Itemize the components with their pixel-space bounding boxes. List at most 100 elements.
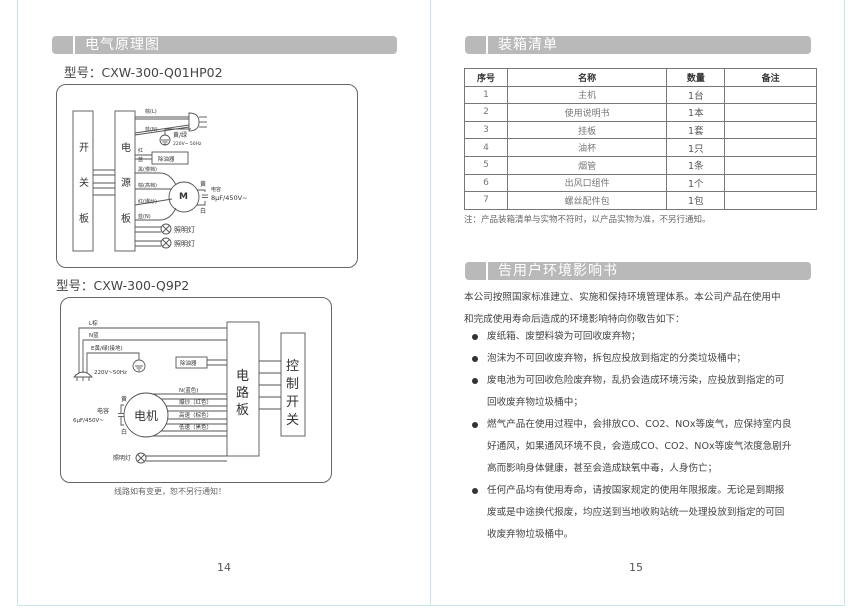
bullet-line: 高而影响身体健康，甚至会造成缺氧中毒，人身伤亡；	[487, 463, 718, 474]
cell-no: 5	[464, 155, 508, 175]
supply-label: 220V~ 50Hz	[173, 141, 202, 147]
oil-remover-label: 除油器	[158, 155, 175, 163]
cell-qty: 1只	[666, 138, 726, 157]
model-label-2: 型号：CXW-300-Q9P2	[56, 278, 190, 293]
wire-label-brown-l: 棕(L)	[145, 108, 157, 115]
cell-name: 油杯	[506, 138, 668, 157]
control-switch-char-2: 制	[286, 377, 299, 392]
circuit-board-char-2: 路	[236, 385, 249, 401]
cell-remark	[724, 103, 817, 122]
bullet-line: 燃气产品在使用过程中，会排放CO、CO2、NOx等废气，应保持室内良	[487, 419, 792, 430]
cell-qty: 1台	[666, 85, 726, 105]
cell-name: 挂板	[506, 120, 668, 140]
motor-label: M	[179, 192, 188, 202]
section-title: 装箱清单	[498, 37, 558, 53]
wire-label-l: L棕	[89, 319, 98, 327]
section-header-tab	[52, 36, 75, 54]
wire-label-e: E黄/绿(接地)	[91, 344, 123, 352]
power-board-char-1: 电	[121, 141, 131, 154]
list-item: 废纸箱、废塑料袋为可回收废弃物；	[470, 326, 824, 348]
cell-name: 螺丝配件包	[506, 191, 668, 210]
circuit-board-char-1: 电	[236, 369, 249, 384]
packing-list-note: 注：产品装箱清单与实物不符时，以产品实物为准，不另行通知。	[464, 215, 711, 225]
cell-no: 1	[464, 85, 508, 105]
capacitor-label: 电容	[211, 186, 221, 193]
ground-icon	[159, 134, 171, 146]
cell-qty: 1包	[666, 191, 726, 210]
oil-remover-box-2	[175, 356, 208, 369]
wire-label-blue-n: 蓝(N)	[145, 126, 158, 133]
bullet-line: 好通风，如果通风环境不良，会造成CO、CO2、NOx等废气浓度急剧升	[487, 441, 792, 452]
cell-remark	[724, 120, 817, 140]
bullet-line: 任何产品均有使用寿命，请按国家规定的使用年限报废。无论是到期报	[487, 485, 785, 496]
wire-label-brown-high: 棕(高档)	[138, 182, 157, 189]
bullet-icon	[472, 356, 478, 362]
list-item: 燃气产品在使用过程中，会排放CO、CO2、NOx等废气，应保持室内良好通风，如果…	[470, 414, 824, 480]
wire-label-blue: 蓝	[138, 156, 143, 163]
section-header-environment: 告用户环境影响书	[465, 262, 811, 280]
lamp-label-1: 照明灯	[174, 225, 195, 234]
bullet-line: 回收废弃物垃圾桶中；	[487, 397, 583, 408]
power-board	[114, 110, 136, 252]
table-header-row: 序号 名称 数量 备注	[464, 68, 817, 87]
cap-yellow-label-2: 黄	[121, 395, 127, 403]
wiring-diagram-2-svg: L棕 N蓝 E黄/绿(接地) 220V~50Hz 除油器 N(蓝色) 爆炒（红色…	[72, 319, 306, 464]
bullet-icon	[472, 378, 478, 384]
plug-icon-2	[72, 371, 94, 378]
control-switch-char-4: 关	[286, 413, 299, 428]
page-number-left: 14	[217, 561, 231, 574]
page-number-right: 15	[629, 561, 643, 574]
capacitor-value: 8μF/450V~	[211, 194, 248, 202]
oil-remover-label-2: 除油器	[180, 359, 197, 367]
cap-yellow-label: 黄	[200, 180, 206, 188]
plug-icon	[188, 112, 200, 132]
lamp-label-2b: 照明灯	[113, 454, 131, 462]
bullet-line: 收废弃物垃圾桶中。	[487, 529, 574, 540]
cell-remark	[724, 85, 817, 105]
cell-name: 使用说明书	[506, 103, 668, 122]
intro-line: 本公司按照国家标准建立、实施和保持环境管理体系。本公司产品在使用中	[464, 292, 781, 303]
cell-no: 7	[464, 191, 508, 210]
motor-circle	[168, 181, 200, 213]
wire-label-red: 红	[138, 147, 143, 154]
bullet-icon	[472, 334, 478, 340]
cell-remark	[724, 191, 817, 210]
ground-label: 黄/绿	[173, 131, 187, 139]
bullet-line: 废电池为可回收危险废弃物，乱扔会造成环境污染，应投放到指定的可	[487, 375, 785, 386]
cell-name: 烟管	[506, 155, 668, 175]
switch-board-char-1: 开	[79, 143, 89, 154]
change-notice: 线路如有变更，恕不另行通知！	[114, 487, 226, 496]
section-header-wiring: 电气原理图	[52, 36, 397, 54]
cell-remark	[724, 173, 817, 193]
control-switch-char-1: 控	[286, 359, 299, 374]
bullet-line: 废或是中途换代报废，均应送到当地收购站统一处理投放到指定的可回	[487, 507, 785, 518]
wiring-diagram-1: 开 关 板 电 源 板 棕(L) 蓝(N) 黄/绿 220V~ 50Hz 红 蓝…	[56, 84, 358, 268]
col-header-no: 序号	[464, 68, 508, 87]
oil-remover-box	[151, 151, 189, 165]
wire-label-blue-n2: 蓝(N)	[138, 213, 151, 220]
switch-board	[72, 110, 94, 252]
cell-qty: 1个	[666, 173, 726, 193]
bullet-icon	[472, 488, 478, 494]
cell-remark	[724, 155, 817, 175]
cell-name: 出风口组件	[506, 173, 668, 193]
cell-qty: 1本	[666, 103, 726, 122]
cell-no: 4	[464, 138, 508, 157]
cell-name: 主机	[506, 85, 668, 105]
wire-label-low: 低速（黑色）	[179, 423, 212, 431]
list-item: 泡沫为不可回收废弃物，拆包应投放到指定的分类垃圾桶中；	[470, 348, 824, 370]
switch-board-char-3: 板	[79, 212, 89, 225]
ground-icon-2	[132, 359, 146, 373]
motor-circle-2	[123, 392, 169, 438]
cell-remark	[724, 138, 817, 157]
environment-intro: 本公司按照国家标准建立、实施和保持环境管理体系。本公司产品在使用中 和完成使用寿…	[464, 287, 824, 331]
bullet-line: 泡沫为不可回收废弃物，拆包应投放到指定的分类垃圾桶中；	[487, 353, 747, 364]
lamp-label-2: 照明灯	[174, 239, 195, 248]
wiring-diagram-2: L棕 N蓝 E黄/绿(接地) 220V~50Hz 除油器 N(蓝色) 爆炒（红色…	[60, 297, 332, 483]
section-header-tab	[465, 262, 488, 280]
list-item: 废电池为可回收危险废弃物，乱扔会造成环境污染，应投放到指定的可回收废弃物垃圾桶中…	[470, 370, 824, 414]
